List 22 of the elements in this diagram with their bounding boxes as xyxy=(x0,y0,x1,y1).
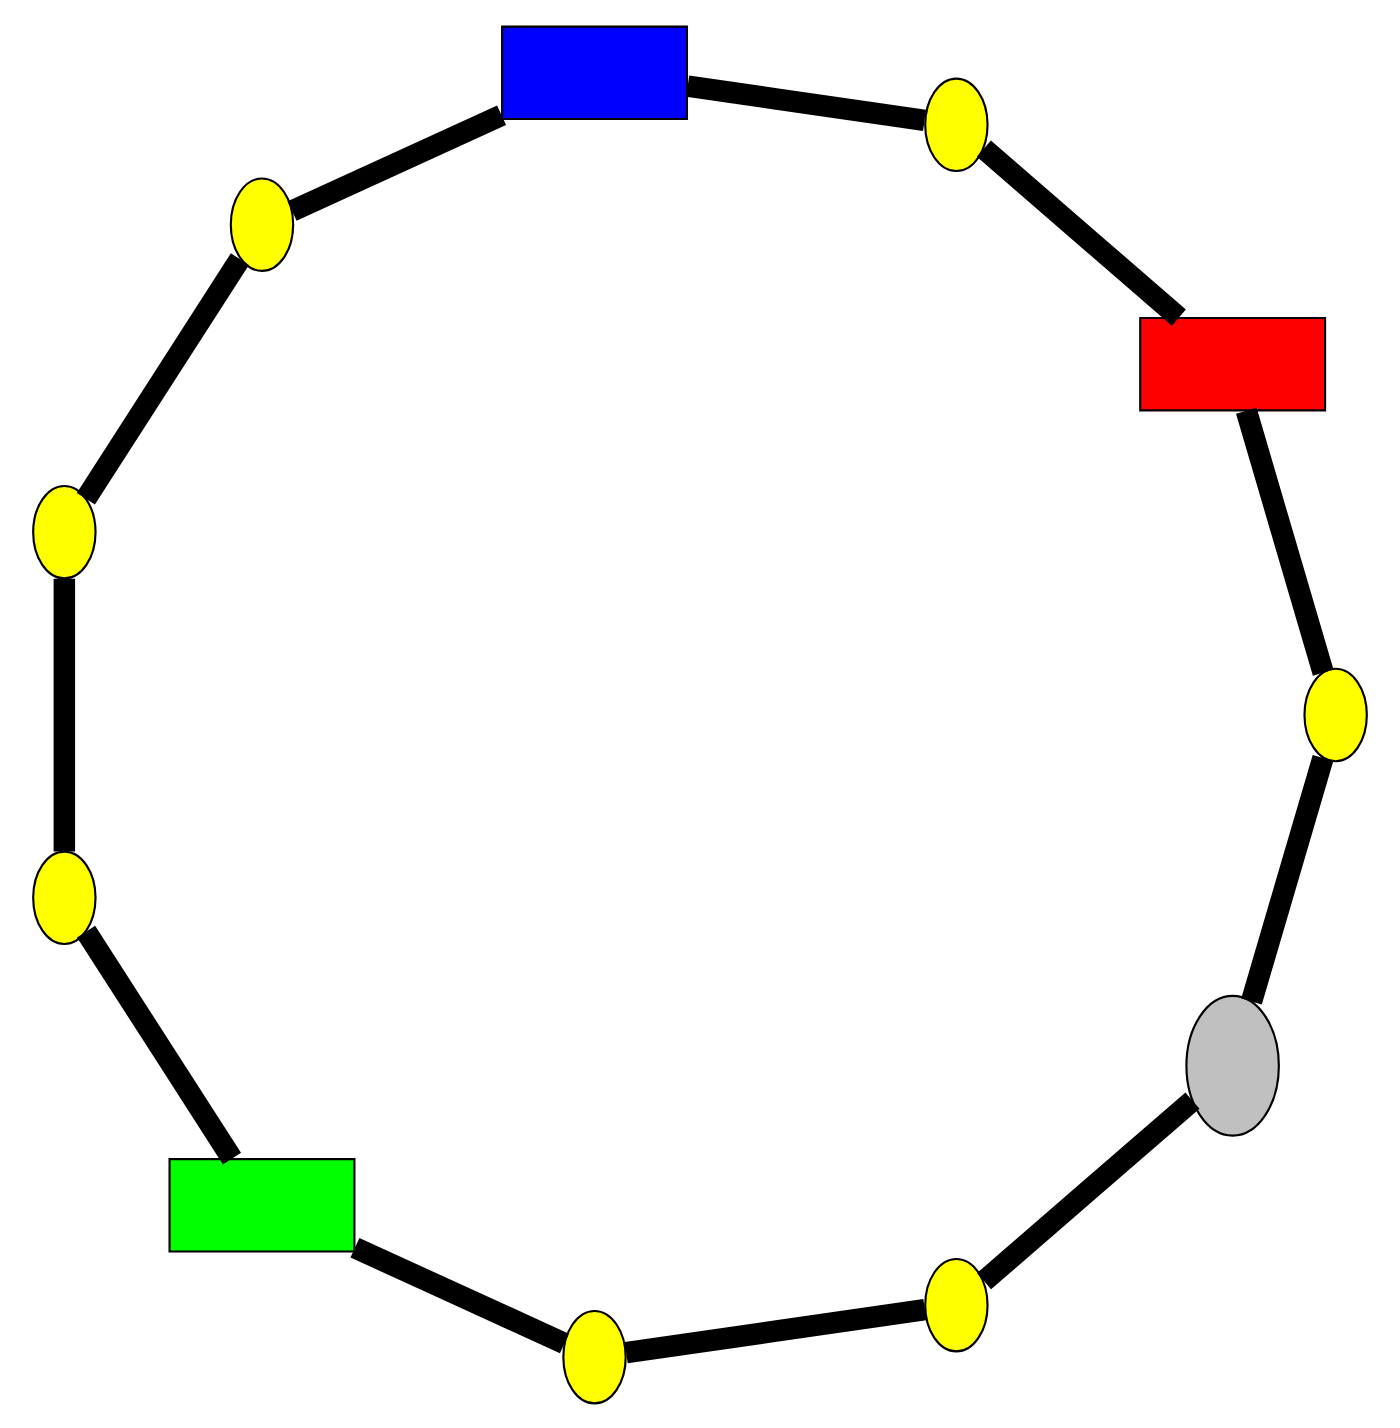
node-ellipse xyxy=(32,483,97,579)
connector xyxy=(624,1298,927,1363)
connector xyxy=(350,1237,569,1353)
connector xyxy=(77,924,241,1164)
node-ellipse xyxy=(32,849,97,945)
connector xyxy=(1241,754,1334,1004)
connector xyxy=(287,104,507,220)
connector xyxy=(76,252,249,504)
connector xyxy=(977,1091,1200,1289)
node-ellipse xyxy=(924,1256,989,1352)
node-ellipse xyxy=(1185,993,1280,1136)
node-box xyxy=(1139,315,1327,411)
connector xyxy=(1236,406,1334,675)
node-ellipse xyxy=(562,1308,627,1404)
node-box xyxy=(168,1157,356,1252)
node-ellipse xyxy=(1303,666,1368,762)
connector xyxy=(53,577,76,851)
node-box xyxy=(501,24,689,120)
node-ellipse xyxy=(924,76,989,172)
connector xyxy=(976,139,1186,325)
connector xyxy=(686,74,927,130)
node-ellipse xyxy=(229,176,295,271)
